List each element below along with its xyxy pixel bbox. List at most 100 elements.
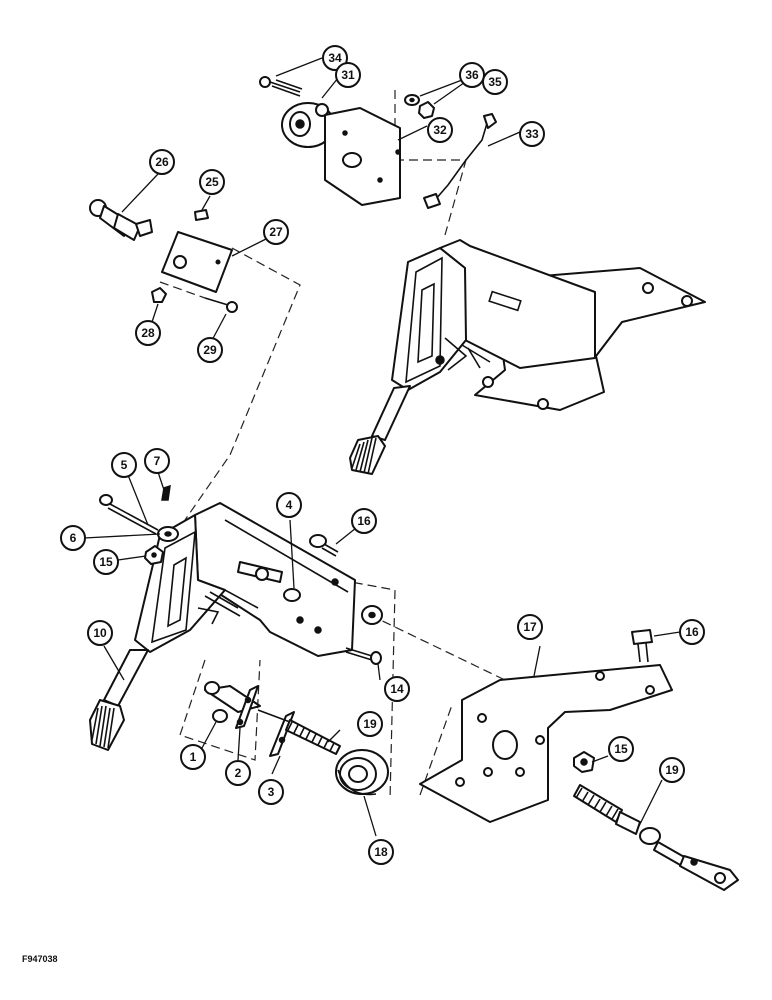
callout-number: 32 [433,123,447,137]
callout-number: 34 [328,51,342,65]
pulley-18 [335,749,389,796]
cable-19-lower [573,784,739,891]
callout-33: 33 [519,121,545,147]
washer-36 [404,94,420,106]
knob-26 [89,199,153,241]
callout-35: 35 [482,69,508,95]
callout-10: 10 [87,620,113,646]
callout-number: 16 [357,514,371,528]
callout-number: 5 [121,458,128,472]
callout-circle [258,779,284,805]
callout-circle [263,219,289,245]
spacer-4 [283,588,301,602]
callout-1: 1 [180,744,206,770]
callout-number: 35 [488,75,502,89]
callout-31: 31 [335,62,361,88]
callout-7: 7 [144,448,170,474]
callout-circle [197,337,223,363]
washer-center [361,605,383,625]
bolt-14 [345,647,382,665]
clip-25 [194,209,209,221]
callout-number: 2 [235,766,242,780]
callout-4: 4 [276,492,302,518]
callout-2: 2 [225,760,251,786]
callout-circle [608,736,634,762]
callout-circle [482,69,508,95]
callout-17: 17 [517,614,543,640]
callout-27: 27 [263,219,289,245]
callout-number: 26 [155,155,169,169]
nut-15-right [573,751,595,773]
callout-circle [351,508,377,534]
callout-circle [368,839,394,865]
bolt-16-lower [631,629,653,663]
callout-circle [144,448,170,474]
callout-number: 19 [665,763,679,777]
switch-assembly [259,76,497,209]
callout-26: 26 [149,149,175,175]
callout-18: 18 [368,839,394,865]
callout-19: 19 [659,757,685,783]
bolt-34 [259,76,303,97]
callout-circle [519,121,545,147]
callout-19: 19 [357,711,383,737]
callout-number: 36 [465,68,479,82]
callout-15: 15 [608,736,634,762]
callout-circle [225,760,251,786]
callout-circle [427,117,453,143]
bracket-17 [419,664,673,823]
leader-lines [83,57,681,837]
plate-32 [324,107,401,206]
callout-16: 16 [351,508,377,534]
callout-number: 7 [154,454,161,468]
callout-number: 27 [269,225,283,239]
callout-36: 36 [459,62,485,88]
screw-29 [204,297,238,313]
callout-34: 34 [322,45,348,71]
callout-29: 29 [197,337,223,363]
callout-number: 1 [190,750,197,764]
callout-15: 15 [93,549,119,575]
callout-circle [322,45,348,71]
nut-28 [151,287,167,303]
bushing-1 [212,709,228,723]
callout-number: 4 [286,498,293,512]
callout-number: 33 [525,127,539,141]
callout-25: 25 [199,169,225,195]
nut-35 [418,101,435,119]
cable-19-upper [285,719,341,755]
callout-circle [679,619,705,645]
callout-number: 18 [374,845,388,859]
callout-circle [276,492,302,518]
callout-28: 28 [135,320,161,346]
callout-32: 32 [427,117,453,143]
callout-circle [87,620,113,646]
callout-number: 28 [141,326,155,340]
callout-3: 3 [258,779,284,805]
callout-circle [199,169,225,195]
callout-number: 10 [93,626,107,640]
callout-16: 16 [679,619,705,645]
callout-circle [149,149,175,175]
callout-circle [659,757,685,783]
callout-circle [357,711,383,737]
callout-circle [517,614,543,640]
upper-left-bracket [89,199,238,313]
callout-circle [111,452,137,478]
callout-number: 15 [99,555,113,569]
callout-number: 6 [70,531,77,545]
callout-circle [384,676,410,702]
callout-number: 14 [390,682,404,696]
callout-number: 19 [363,717,377,731]
washer-6 [157,526,179,542]
nut-15-left [144,545,164,565]
callout-number: 17 [523,620,537,634]
figure-id-label: F947038 [22,954,58,964]
callout-circle [180,744,206,770]
bolt-16-upper [309,534,339,557]
callout-circle [335,62,361,88]
callout-number: 15 [614,742,628,756]
callout-circle [135,320,161,346]
